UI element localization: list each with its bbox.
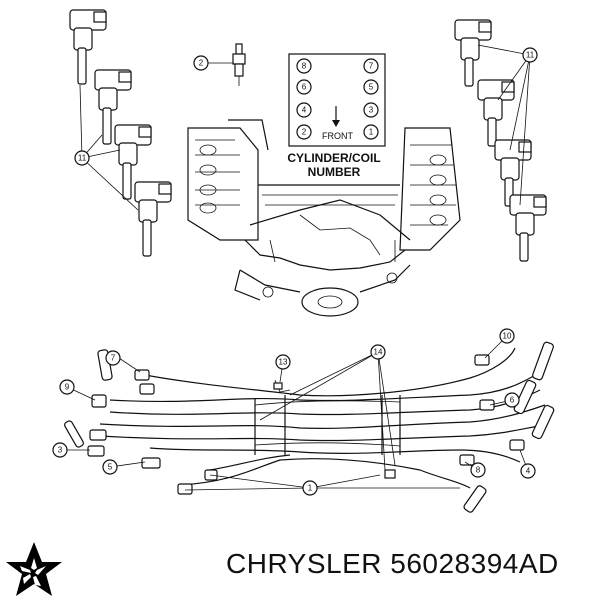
cyl-4-marker — [296, 102, 312, 118]
callout-5: 5 — [108, 463, 113, 472]
cyl-3-marker — [363, 102, 379, 118]
spark-plug-wires — [64, 341, 555, 513]
cyl-3-label: 3 — [369, 106, 374, 115]
cyl-6-label: 6 — [302, 83, 307, 92]
callout-6: 6 — [510, 396, 515, 405]
cylinder-coil-chart: 8 6 4 2 7 5 3 1 FRONT CYLINDER/COIL NUMB… — [287, 53, 386, 179]
cyl-1-label: 1 — [369, 128, 374, 137]
callout-2-marker — [193, 55, 209, 71]
footer-caption: CHRYSLER 56028394AD — [226, 548, 559, 580]
cyl-5-label: 5 — [369, 83, 374, 92]
cyl-2-label: 2 — [302, 128, 307, 137]
callout-11-right-marker — [522, 47, 538, 63]
cyl-4-label: 4 — [302, 106, 307, 115]
callout-4: 4 — [526, 467, 531, 476]
callout-7-marker — [105, 350, 121, 366]
left-ignition-coils — [69, 9, 172, 257]
callout-10: 10 — [503, 332, 512, 341]
callout-2: 2 — [199, 59, 204, 68]
cyl-6-marker — [296, 79, 312, 95]
callout-11-right: 11 — [526, 51, 535, 60]
callout-13-marker — [275, 354, 291, 370]
cyl-7-marker — [363, 58, 379, 74]
engine-block — [187, 119, 461, 317]
right-ignition-coils — [454, 19, 547, 262]
cyl-2-marker — [296, 124, 312, 140]
callout-5-marker — [102, 459, 118, 475]
callout-1: 1 — [308, 484, 313, 493]
cyl-8-label: 8 — [302, 62, 307, 71]
callout-13: 13 — [279, 358, 288, 367]
front-label: FRONT — [322, 131, 353, 141]
pentastar-logo-icon — [6, 542, 62, 596]
callout-9: 9 — [65, 383, 70, 392]
callout-8-marker — [470, 462, 486, 478]
callout-9-marker — [59, 379, 75, 395]
callout-3: 3 — [58, 446, 63, 455]
callout-1-marker — [302, 480, 318, 496]
callout-7: 7 — [111, 354, 116, 363]
callout-3-marker — [52, 442, 68, 458]
cyl-1-marker — [363, 124, 379, 140]
callout-4-marker — [520, 463, 536, 479]
callout-11-left-marker — [74, 150, 90, 166]
cyl-7-label: 7 — [369, 62, 374, 71]
brand-name: CHRYSLER — [226, 548, 382, 579]
callout-6-marker — [504, 392, 520, 408]
callout-14-marker — [370, 344, 386, 360]
chart-title-line1: CYLINDER/COIL — [287, 151, 380, 165]
callout-14: 14 — [374, 348, 383, 357]
callout-10-marker — [499, 328, 515, 344]
part-number: 56028394AD — [390, 548, 559, 579]
chart-title-line2: NUMBER — [308, 165, 361, 179]
cyl-5-marker — [363, 79, 379, 95]
cyl-8-marker — [296, 58, 312, 74]
callout-8: 8 — [476, 466, 481, 475]
callouts: 2 11 11 10 7 9 3 5 13 14 6 4 8 1 — [52, 47, 538, 496]
spark-plug — [208, 43, 246, 86]
callout-11-left: 11 — [78, 154, 87, 163]
